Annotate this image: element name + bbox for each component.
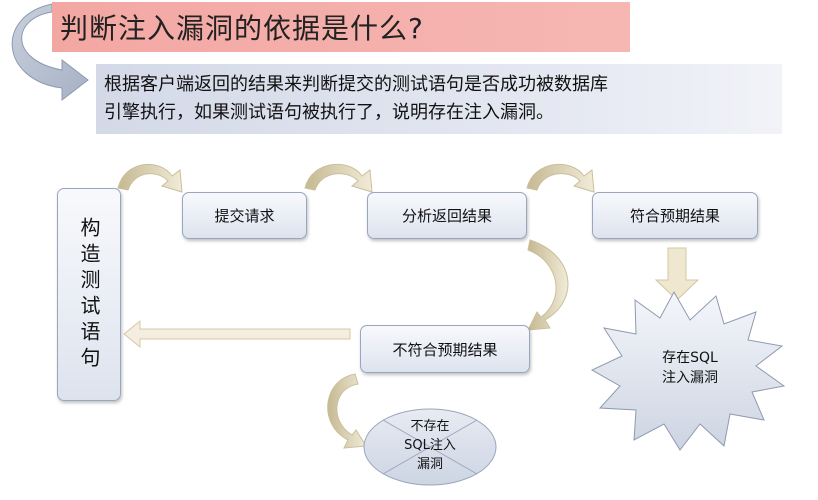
down-arrow-icon (654, 247, 700, 301)
hop-arrow-icon (327, 373, 367, 449)
starburst-shape (590, 290, 786, 451)
node-match: 符合预期结果 (592, 192, 758, 239)
title-bar: 判断注入漏洞的依据是什么? (52, 2, 630, 52)
hop-arrow-icon (117, 163, 183, 193)
node-nomatch: 不符合预期结果 (360, 325, 530, 373)
subtitle-box: 根据客户端返回的结果来判断提交的测试语句是否成功被数据库 引擎执行，如果测试语句… (96, 64, 782, 134)
page-title: 判断注入漏洞的依据是什么? (60, 12, 424, 45)
node-construct: 构造测试语句 (57, 188, 121, 401)
label-exists: 存在SQL 注入漏洞 (662, 350, 718, 386)
hop-arrow-icon (526, 163, 595, 193)
hop-arrow-icon (527, 239, 569, 331)
subtitle-line-1: 根据客户端返回的结果来判断提交的测试语句是否成功被数据库 (104, 74, 608, 95)
label-notexists: 不存在 SQL注入 漏洞 (404, 419, 456, 472)
node-analyze: 分析返回结果 (367, 192, 527, 239)
node-submit: 提交请求 (182, 192, 307, 239)
left-arrow-icon (123, 319, 351, 349)
crossed-oval-shape (363, 408, 497, 486)
hop-arrow-icon (304, 163, 373, 193)
subtitle-line-2: 引擎执行，如果测试语句被执行了，说明存在注入漏洞。 (104, 102, 554, 123)
